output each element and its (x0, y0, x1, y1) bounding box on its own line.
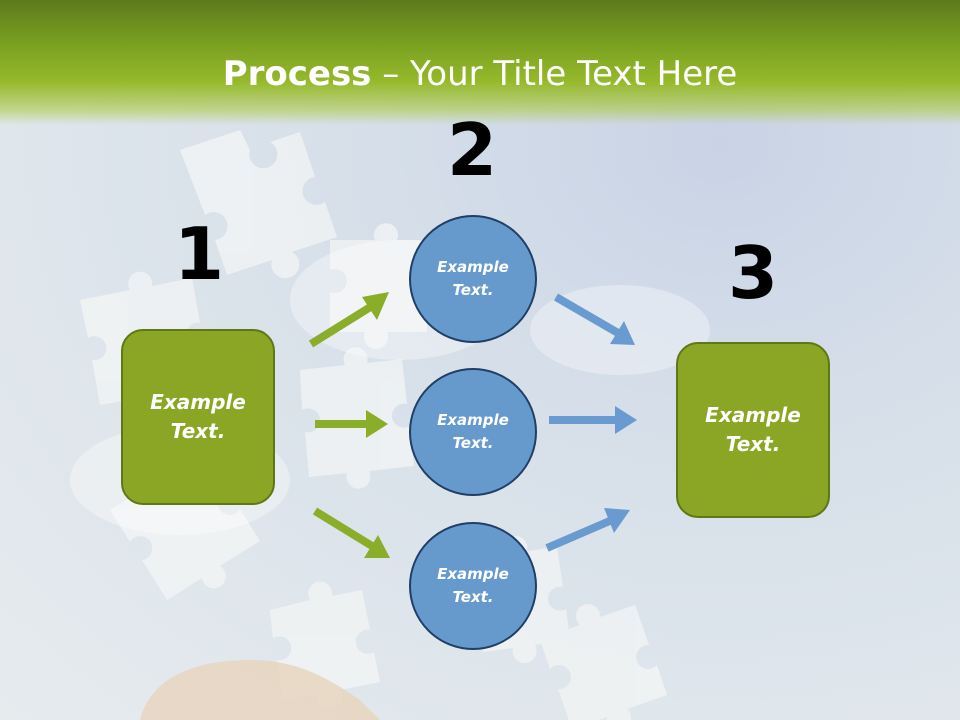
title-bold-part: Process (222, 54, 372, 94)
step-1-text: Example Text. (150, 390, 246, 443)
green-arrow-down (312, 507, 390, 558)
blue-arrow-down (553, 293, 635, 345)
step-2-circle-middle: Example Text. (409, 368, 537, 496)
circle-top-text: Example Text. (437, 258, 509, 299)
header-band (0, 0, 960, 125)
step-2-circle-top: Example Text. (409, 215, 537, 343)
step-number-2: 2 (446, 108, 498, 192)
circle-bottom-text: Example Text. (437, 565, 509, 606)
step-2-circle-bottom: Example Text. (409, 522, 537, 650)
blue-arrow-up (545, 508, 630, 552)
step-3-box: Example Text. (676, 342, 830, 518)
green-arrow-right (315, 410, 388, 438)
slide-title: Process – Your Title Text Here (0, 52, 960, 96)
green-arrow-up (308, 292, 389, 348)
step-number-3: 3 (727, 231, 779, 315)
blue-arrow-right (549, 406, 637, 434)
step-number-1: 1 (173, 212, 225, 296)
title-rest-part: – Your Title Text Here (371, 54, 738, 94)
step-3-text: Example Text. (705, 403, 801, 456)
step-1-box: Example Text. (121, 329, 275, 505)
circle-middle-text: Example Text. (437, 411, 509, 452)
